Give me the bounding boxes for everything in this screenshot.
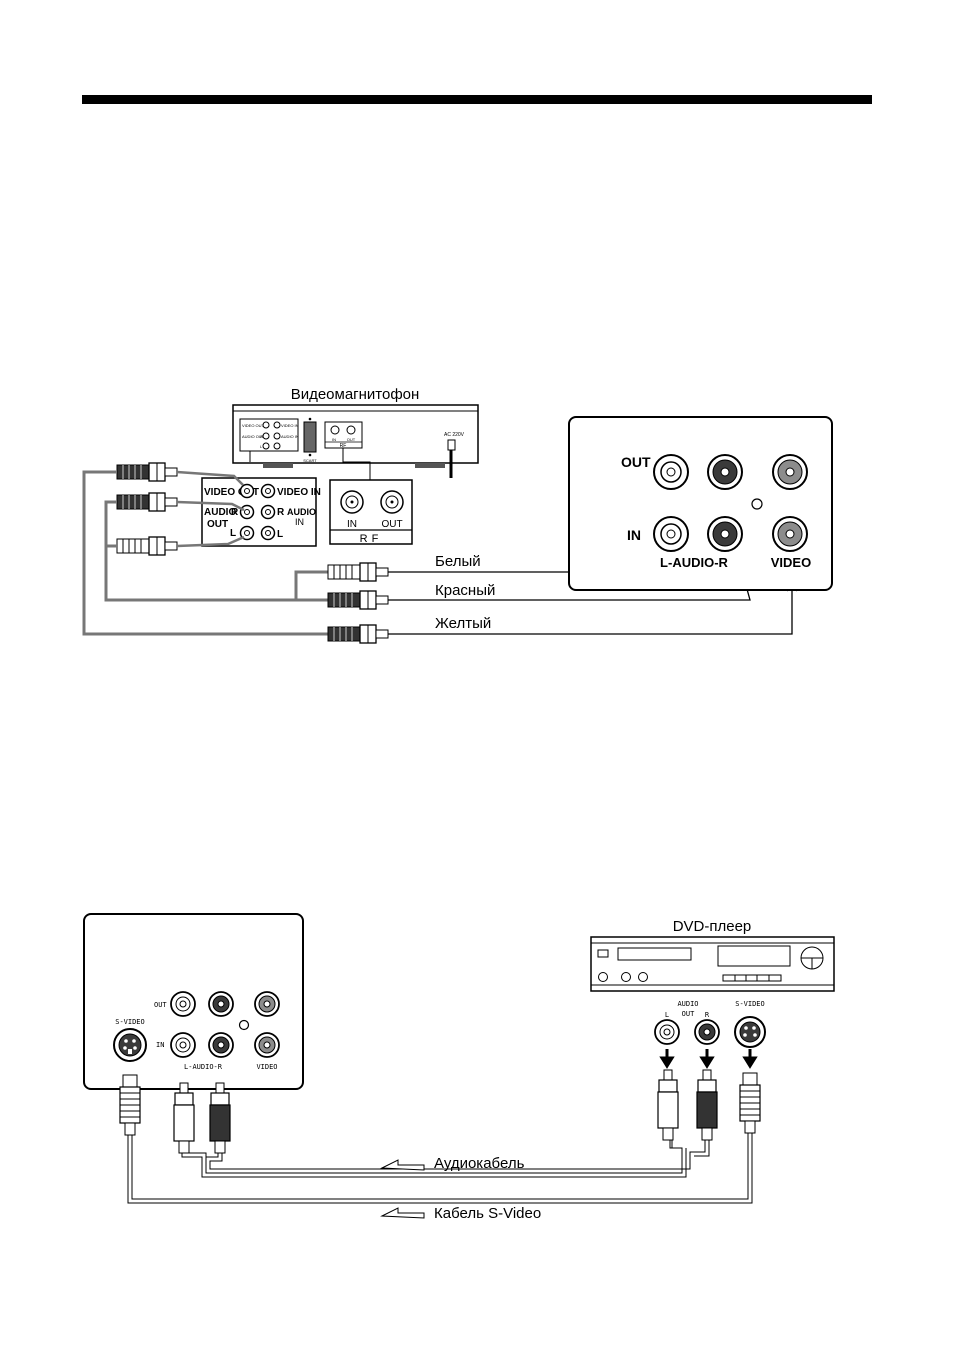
vcr-small-rf-in: IN (332, 437, 336, 442)
dvd-out-label: OUT (682, 1010, 695, 1018)
rf-out-label: OUT (381, 519, 402, 530)
arrow-down-icon (662, 1049, 755, 1066)
rca-plug-icon (658, 1070, 760, 1140)
vcr-panel-r-left: R (231, 507, 239, 518)
vcr-panel-in: IN (295, 517, 304, 527)
vcr-panel-l-left: L (230, 528, 236, 539)
rf-in-label: IN (347, 519, 357, 530)
tv2-in-label: IN (156, 1041, 164, 1049)
dvd-l-label: L (665, 1011, 669, 1019)
tv1-out-label: OUT (621, 454, 651, 470)
rf-label: RF (360, 533, 383, 545)
svideo-cable-label: Кабель S-Video (434, 1205, 541, 1222)
vcr-panel-video-in: VIDEO IN (277, 487, 321, 498)
vcr-small-video-in: VIDEO IN (281, 423, 299, 428)
rca-jack-icon (655, 1020, 719, 1044)
svideo-jack-icon (735, 1017, 765, 1047)
vcr-jack-panel: VIDEO OUT VIDEO IN AUDIO R OUT L R AUDIO… (202, 478, 321, 546)
tv2-out-label: OUT (154, 1001, 167, 1009)
dvd-player-unit (591, 937, 834, 991)
dvd-audio-label: AUDIO (677, 1000, 698, 1008)
tv1-video-label: VIDEO (771, 555, 811, 570)
tv-panel-top: OUT IN L-AUDIO-R VIDEO (569, 417, 832, 590)
vcr-panel-l-right: L (277, 529, 283, 540)
dvd-r-label: R (705, 1011, 710, 1019)
vcr-scart-label: SCART (303, 458, 317, 463)
vcr-small-video-out: VIDEO OUT (242, 423, 265, 428)
tv2-svideo-label: S-VIDEO (115, 1018, 145, 1026)
vcr-title: Видеомагнитофон (291, 386, 420, 403)
cable-yellow-label: Желтый (435, 615, 491, 632)
tv1-in-label: IN (627, 527, 641, 543)
vcr-small-audio-in: AUDIO IN (281, 434, 299, 439)
vcr-panel-audio-in: AUDIO (287, 507, 316, 517)
rca-plug-icon (117, 463, 177, 555)
vcr-ac-label: AC 220V (444, 432, 465, 438)
dvd-title: DVD-плеер (673, 918, 752, 935)
vcr-panel-out: OUT (207, 519, 228, 530)
cable-red-label: Красный (435, 582, 495, 599)
hollow-arrow-icon (382, 1160, 424, 1218)
audio-cable-label: Аудиокабель (434, 1155, 525, 1172)
rf-panel: IN OUT RF (330, 480, 412, 545)
vcr-panel-r-right: R (277, 507, 285, 518)
vcr-unit: VIDEO OUT VIDEO IN AUDIO OUT AUDIO IN R … (233, 405, 478, 478)
vcr-small-r: R (260, 434, 263, 439)
rca-plug-icon (328, 563, 388, 643)
dvd-svideo-label: S-VIDEO (735, 1000, 765, 1008)
tv1-audio-label: L-AUDIO-R (660, 555, 728, 570)
cable-white-label: Белый (435, 553, 481, 570)
tv2-audio-label: L-AUDIO-R (184, 1063, 223, 1071)
tv2-video-label: VIDEO (256, 1063, 277, 1071)
tv-panel-bottom: OUT IN S-VIDEO L-AUDIO-R VIDEO (84, 914, 303, 1089)
svideo-jack-icon (114, 1029, 146, 1061)
vcr-small-rf-out: OUT (347, 437, 356, 442)
